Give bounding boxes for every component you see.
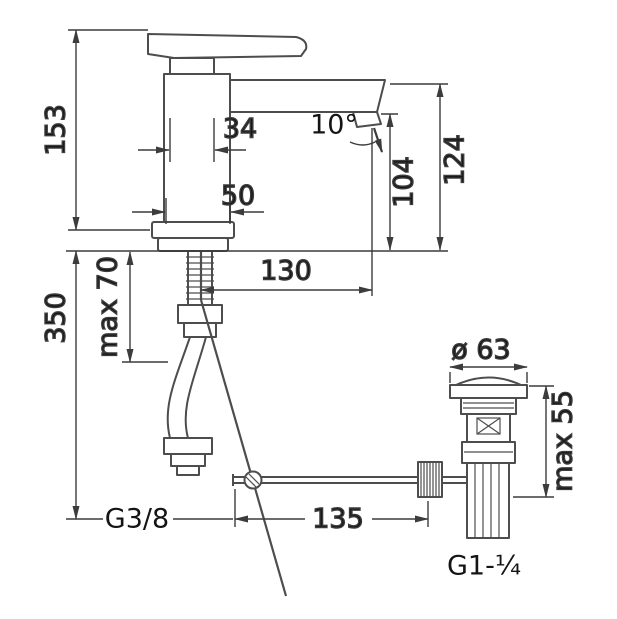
supply-hose-group bbox=[163, 336, 213, 476]
knob-knurling bbox=[420, 462, 440, 497]
dim-50-label: 50 bbox=[221, 181, 255, 212]
dimension-50: 50 bbox=[132, 180, 264, 224]
dim-dia63-label: ø 63 bbox=[451, 335, 510, 366]
dimension-350: 350 bbox=[40, 250, 233, 520]
drain-flange bbox=[449, 384, 528, 399]
thread-g114-label: G1-¼ bbox=[447, 551, 521, 582]
dim-350-label: 350 bbox=[41, 292, 72, 344]
drain-upper-body bbox=[460, 397, 517, 415]
faucet-neck bbox=[169, 57, 215, 75]
drain-tailpiece bbox=[466, 462, 510, 539]
dimension-dia63: ø 63 bbox=[449, 334, 528, 383]
dimension-135: 135 bbox=[234, 489, 429, 535]
dimension-max55: max 55 bbox=[513, 385, 579, 498]
drain-plug-dome bbox=[455, 376, 522, 386]
dimension-104: 104 bbox=[381, 113, 420, 251]
base-plate-upper bbox=[151, 221, 235, 239]
faucet-spout bbox=[229, 79, 386, 113]
angle-annotation: 10° bbox=[310, 110, 384, 153]
angle-10-label: 10° bbox=[310, 110, 358, 141]
dimension-130: 130 bbox=[200, 128, 373, 296]
dim-124-label: 124 bbox=[440, 134, 471, 186]
popup-rod-diagonal bbox=[199, 299, 288, 597]
dim-135-label: 135 bbox=[312, 504, 364, 535]
dimension-124: 124 bbox=[390, 83, 471, 251]
dim-34-label: 34 bbox=[223, 114, 257, 145]
dimension-34: 34 bbox=[138, 113, 258, 162]
dimension-max70: max 70 bbox=[92, 251, 168, 363]
dim-max70-label: max 70 bbox=[93, 256, 124, 358]
popup-rod-group bbox=[199, 251, 467, 597]
faucet-body-group bbox=[147, 33, 386, 252]
drain-assembly-group bbox=[417, 376, 528, 539]
base-plate-lower bbox=[157, 237, 229, 252]
faucet-handle bbox=[147, 33, 308, 59]
hose-nut bbox=[163, 437, 213, 455]
dim-130-label: 130 bbox=[260, 256, 312, 287]
aerator bbox=[352, 111, 382, 128]
rod-ball-joint bbox=[243, 470, 263, 490]
dim-153-label: 153 bbox=[41, 104, 72, 156]
thread-g38-label: G3/8 bbox=[105, 504, 169, 535]
drain-mid-body bbox=[466, 413, 511, 443]
dimension-153: 153 bbox=[40, 29, 150, 231]
dim-max55-label: max 55 bbox=[548, 390, 579, 492]
mounting-nut bbox=[177, 304, 223, 324]
dim-104-label: 104 bbox=[389, 156, 420, 208]
